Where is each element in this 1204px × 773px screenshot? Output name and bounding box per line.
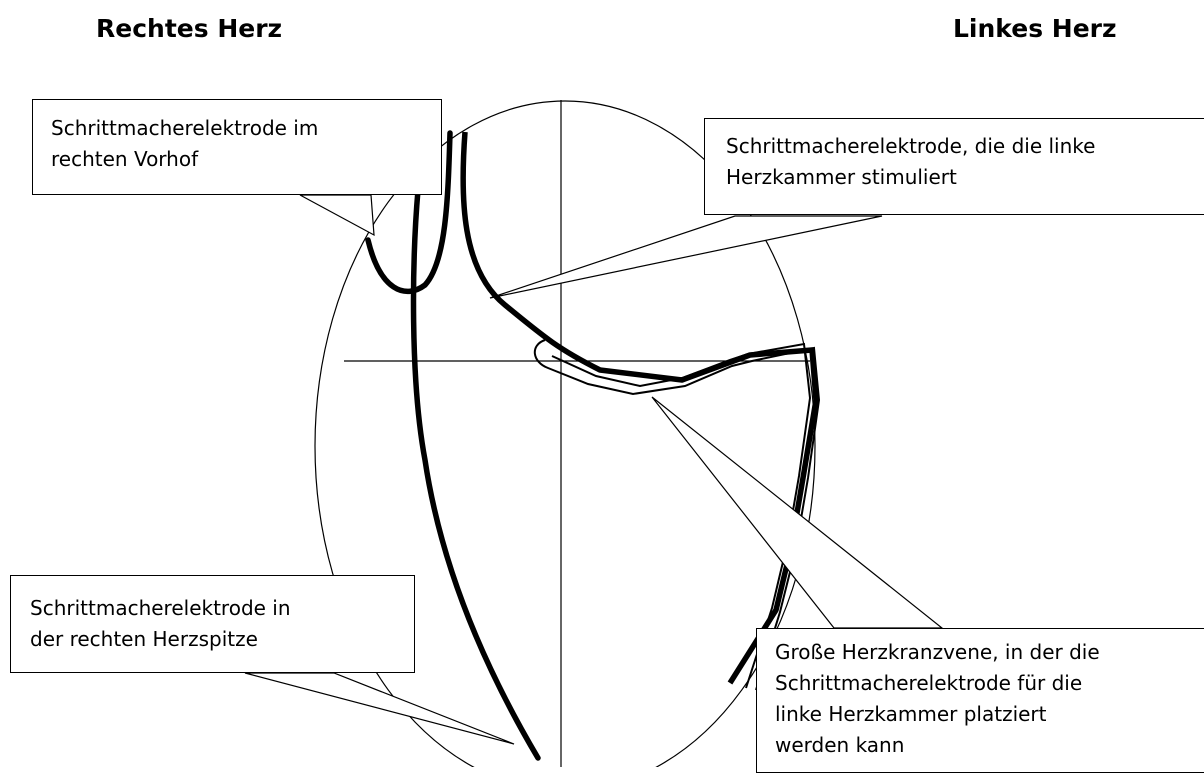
callout-text-line: rechten Vorhof: [51, 144, 441, 175]
callout-right-atrium-lead: Schrittmacherelektrode im rechten Vorhof: [32, 99, 442, 195]
left-heart-heading: Linkes Herz: [953, 14, 1117, 43]
callout-coronary-sinus: Große Herzkranzvene, in der die Schrittm…: [756, 628, 1204, 773]
callout-text-line: der rechten Herzspitze: [30, 624, 414, 655]
callout-text-line: Schrittmacherelektrode in: [30, 593, 414, 624]
right-heart-heading: Rechtes Herz: [96, 14, 282, 43]
pointer-left-ventricle: [490, 216, 882, 298]
callout-right-apex-lead: Schrittmacherelektrode in der rechten He…: [10, 575, 415, 673]
callout-text-line: Schrittmacherelektrode im: [51, 113, 441, 144]
callout-text-line: Schrittmacherelektrode für die: [775, 668, 1204, 699]
callout-left-ventricle-lead: Schrittmacherelektrode, die die linke He…: [704, 118, 1204, 215]
pointer-coronary-sinus: [652, 397, 942, 628]
callout-text-line: Herzkammer stimuliert: [726, 162, 1204, 193]
pointer-right-atrium: [300, 195, 374, 235]
callout-text-line: werden kann: [775, 730, 1204, 761]
callout-text-line: linke Herzkammer platziert: [775, 699, 1204, 730]
callout-text-line: Große Herzkranzvene, in der die: [775, 637, 1204, 668]
pointer-right-apex: [245, 673, 514, 744]
callout-text-line: Schrittmacherelektrode, die die linke: [726, 131, 1204, 162]
